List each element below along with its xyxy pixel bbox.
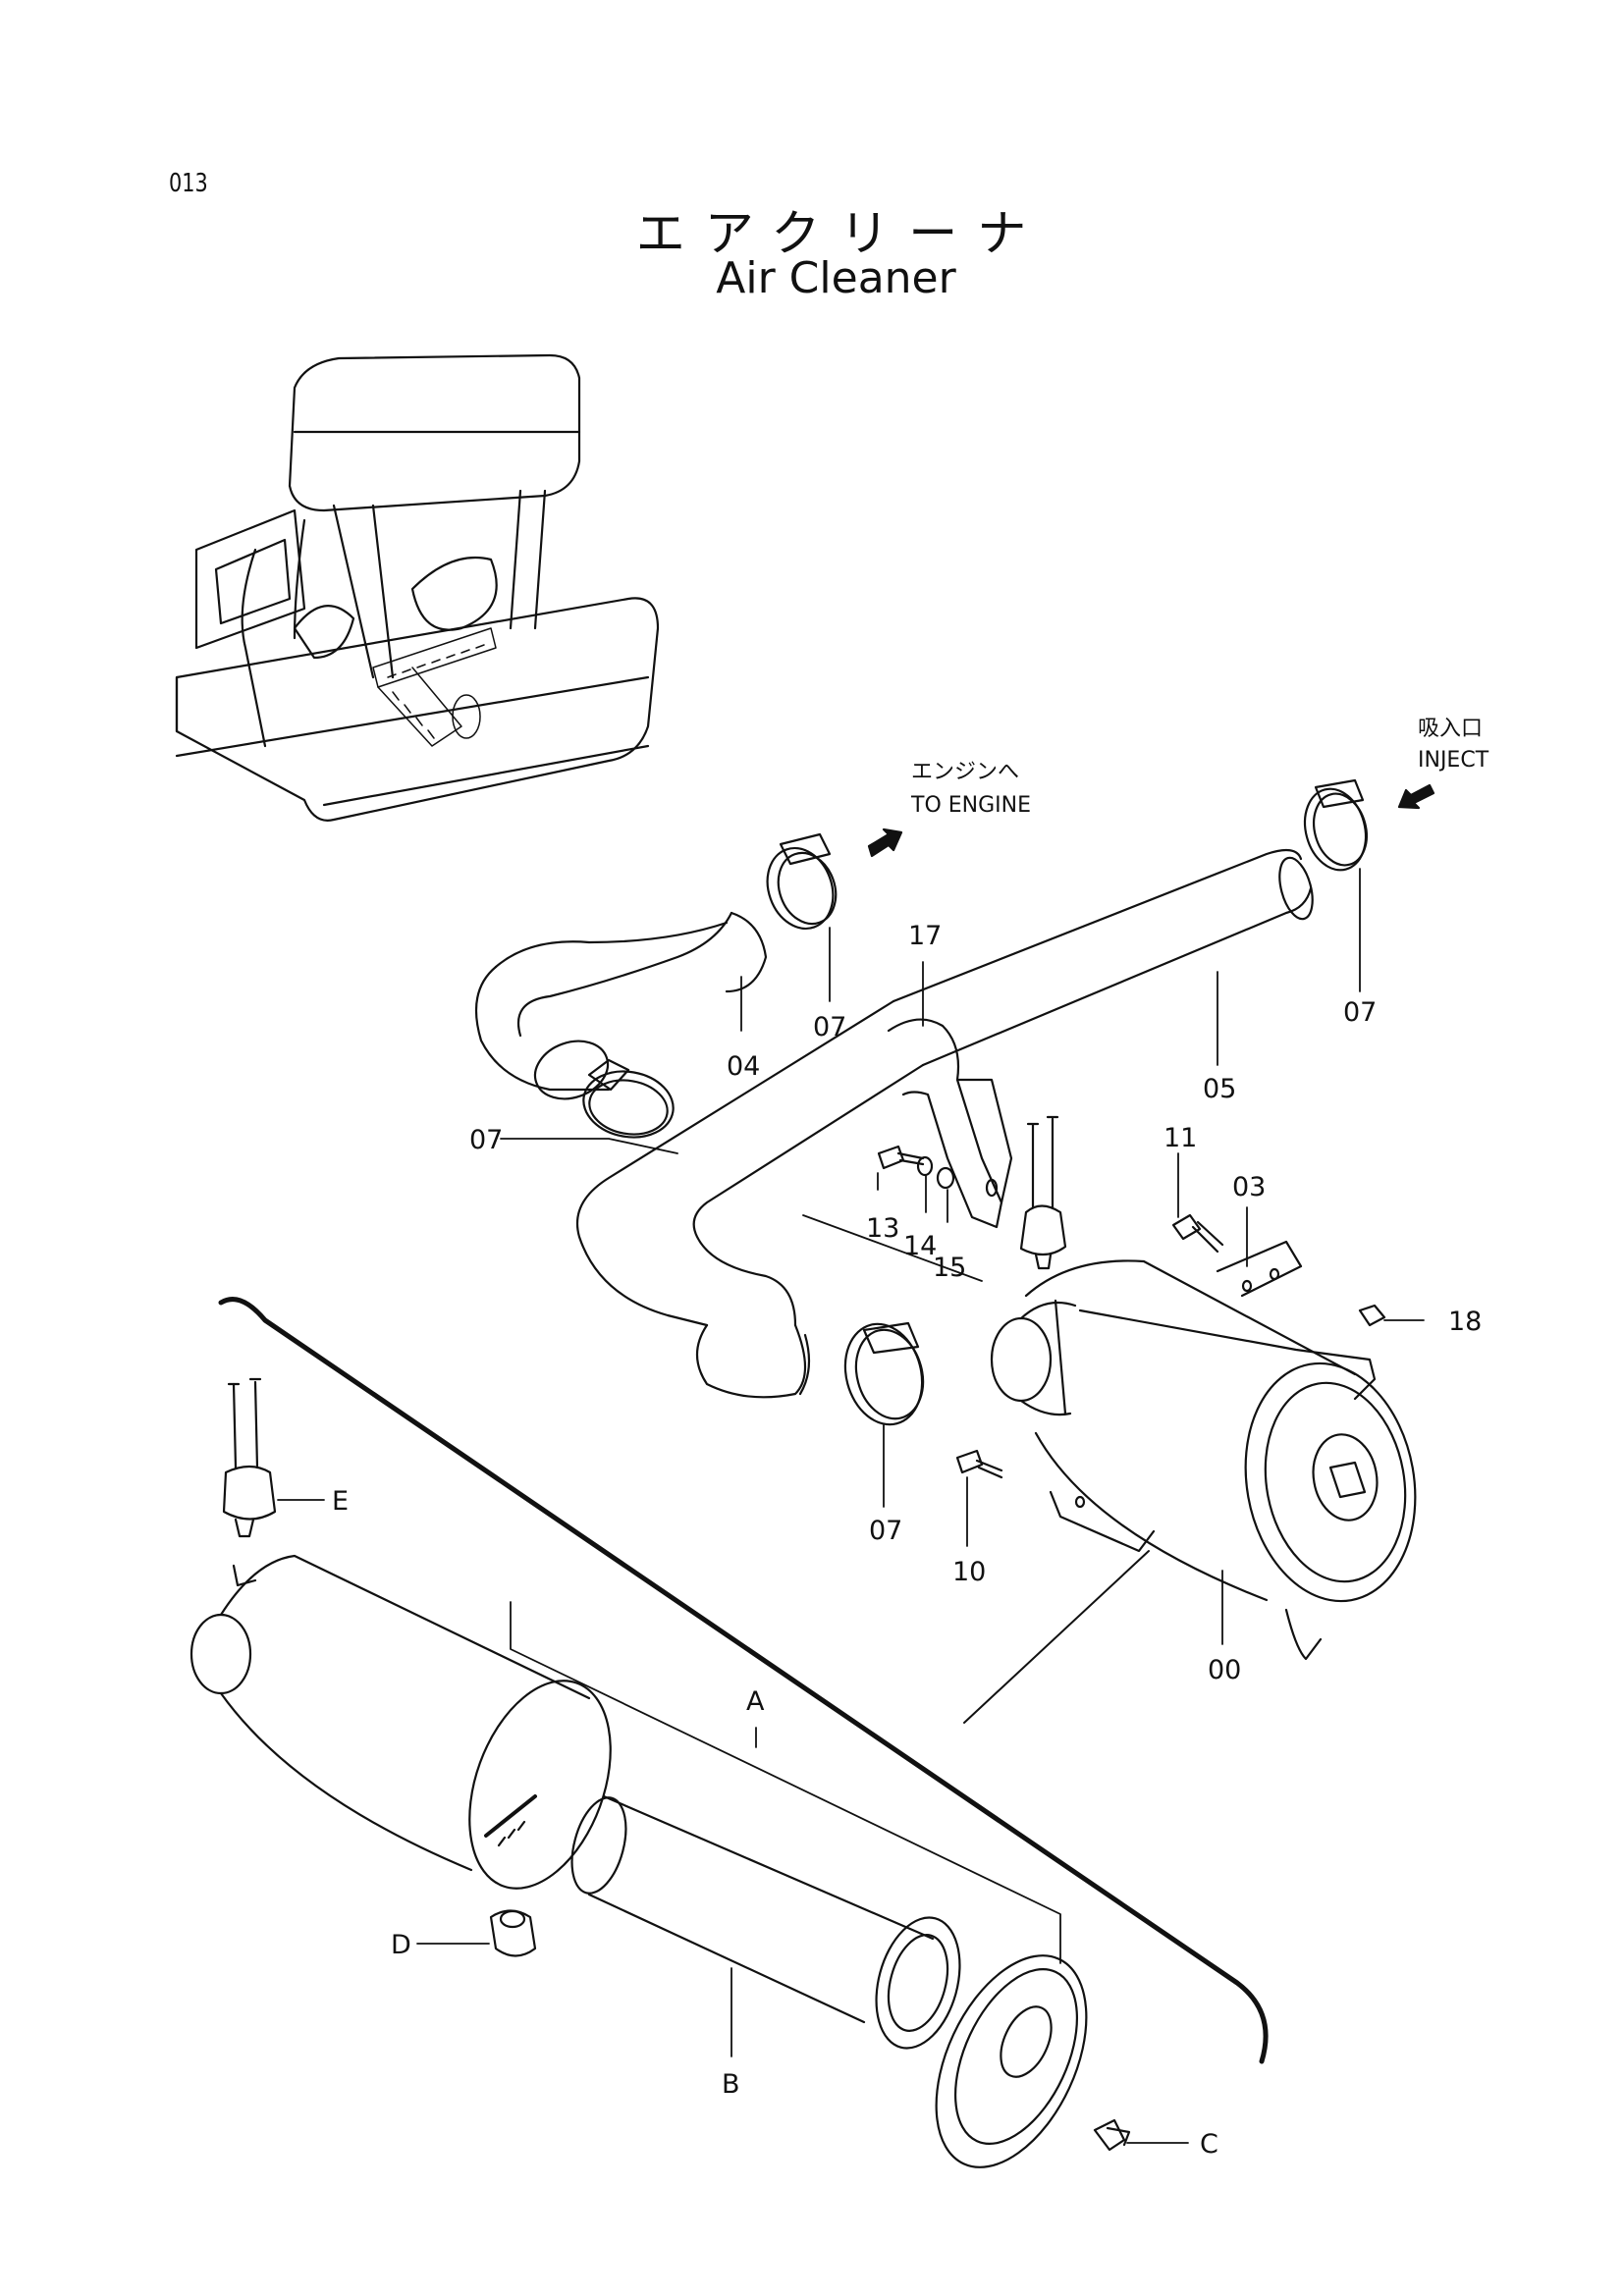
hose-bracket-17 [887,1018,1013,1229]
bolt-13 [877,1145,925,1170]
page-number: 013 [169,169,208,198]
callout-07-bottom: 07 [869,1516,902,1546]
hose-clamp-07-right [1303,778,1368,872]
callout-15: 15 [933,1253,966,1283]
hose-clamp-07-bottom [843,1321,925,1426]
callout-D: D [391,1930,411,1960]
callout-17: 17 [908,921,942,951]
callout-13: 13 [866,1213,899,1244]
intake-hose-05 [575,848,1314,1399]
callout-E: E [332,1486,349,1517]
nut-18 [1358,1304,1386,1327]
hose-clamp-07-top [766,832,838,931]
callout-14: 14 [903,1231,937,1261]
callout-A: A [746,1686,765,1717]
callout-B: B [722,2069,740,2100]
restriction-sensor [1019,1115,1067,1270]
callout-04: 04 [727,1051,760,1082]
to-engine-label-en: TO ENGINE [911,793,1031,818]
assembly-leader-line [963,1550,1150,1724]
section-divider-line [218,1297,1269,2064]
inject-arrow-icon [1397,783,1435,810]
washer-14 [916,1155,934,1177]
callout-00: 00 [1208,1655,1241,1685]
callout-07-left: 07 [469,1125,503,1155]
inject-label-ja: 吸入口 [1418,717,1484,741]
leader-lines [277,868,1425,2144]
wing-nut-C [1093,2118,1131,2152]
to-engine-label-ja: エンジンへ [911,760,1020,784]
callout-03: 03 [1232,1172,1266,1202]
callout-07-right: 07 [1343,997,1377,1028]
element-B [570,1794,961,2050]
excavator-overview [175,353,660,822]
bolt-10 [955,1449,1003,1479]
sensor-E [222,1377,277,1538]
to-engine-arrow-icon [867,828,903,858]
cleaner-housing-A [189,1554,612,1890]
inject-label-en: INJECT [1418,748,1489,773]
cover-C-assembly [935,1954,1088,2168]
bolt-11 [1171,1213,1224,1254]
callout-11: 11 [1163,1123,1197,1153]
title-english: Air Cleaner [716,253,956,303]
title-japanese: エアクリーナ [635,205,1047,262]
callout-18: 18 [1448,1307,1482,1337]
callout-10: 10 [952,1557,986,1587]
air-cleaner-assembly-00 [990,1240,1417,1661]
hose-clamp-07-left [582,1058,675,1139]
callout-C: C [1200,2129,1218,2160]
callout-07-top: 07 [813,1012,846,1042]
callout-05: 05 [1203,1074,1236,1104]
drain-valve-D [489,1909,537,1957]
washer-15 [936,1166,955,1190]
